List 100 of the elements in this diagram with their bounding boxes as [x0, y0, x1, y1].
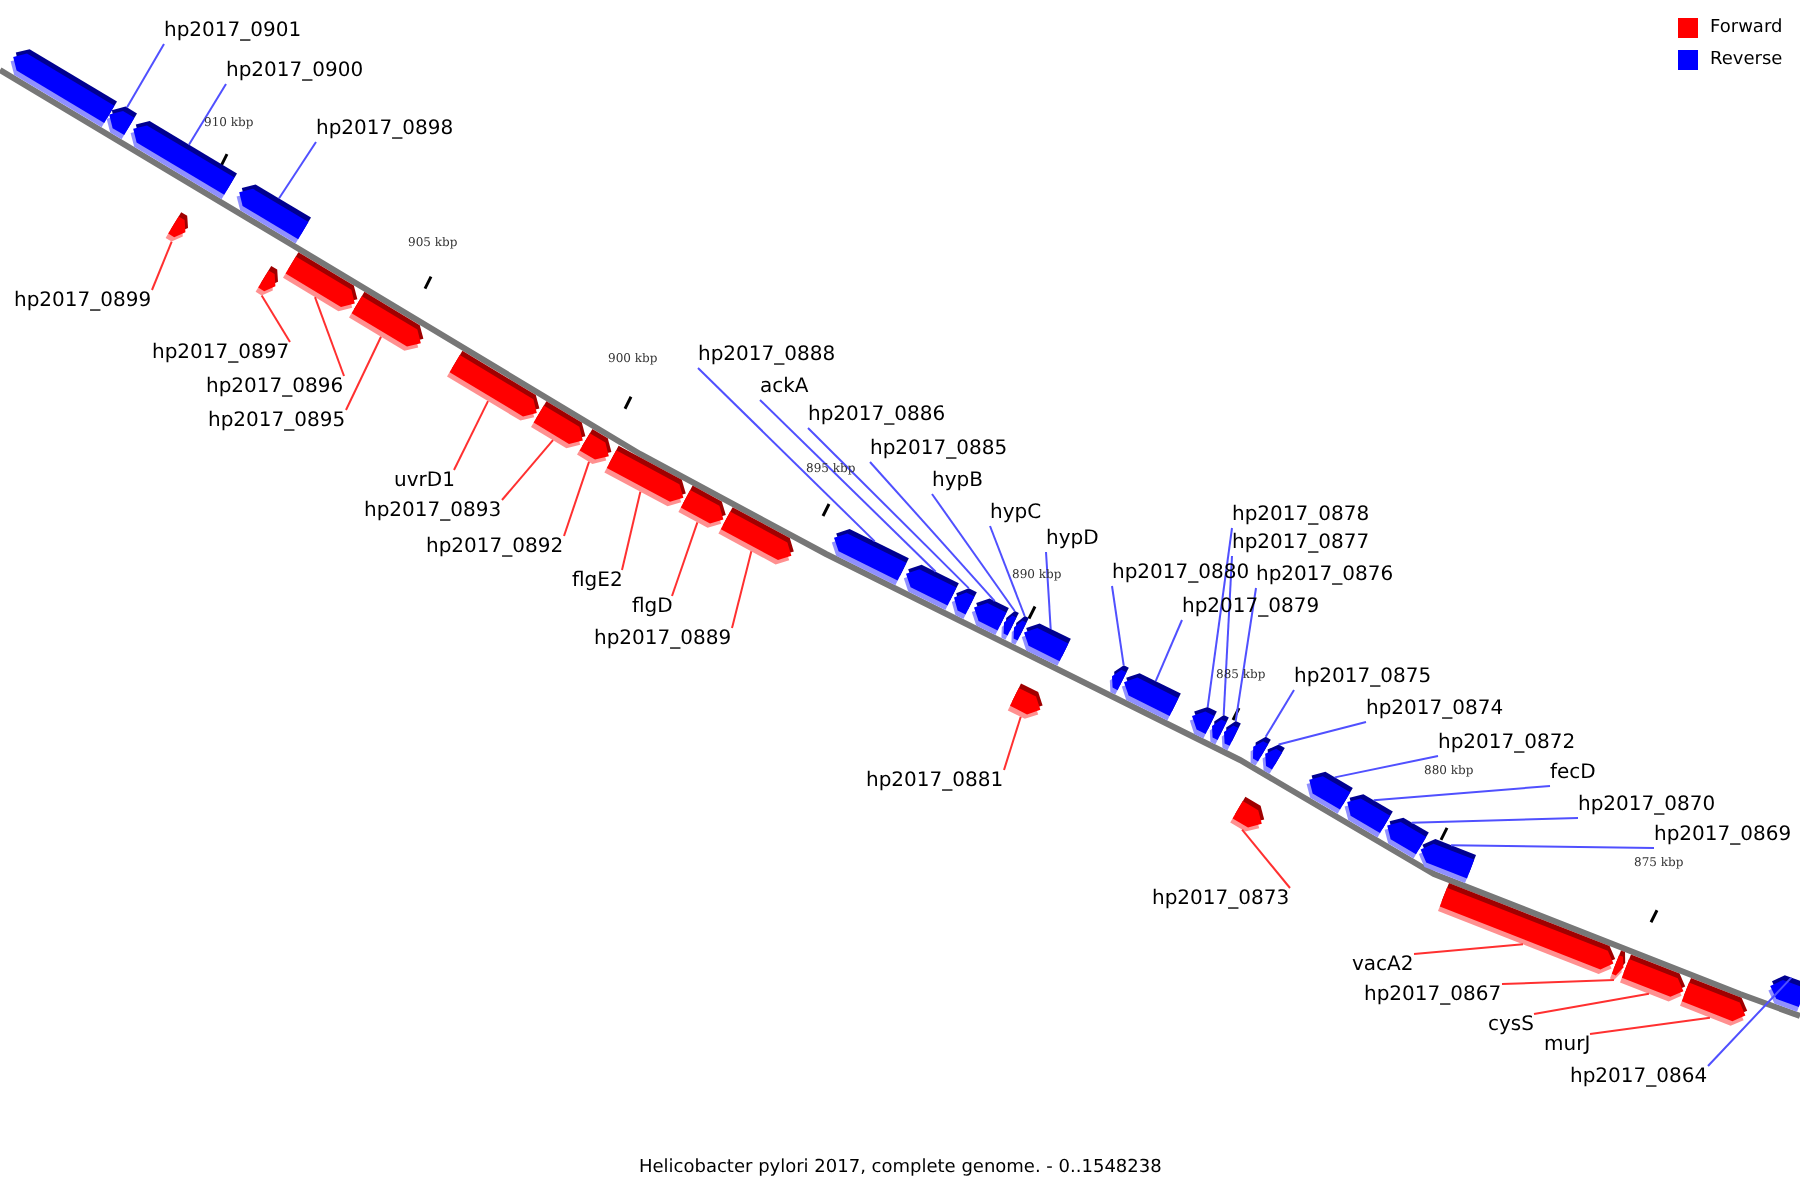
- gene-glyph: [1620, 954, 1686, 1002]
- gene-glyph: [1768, 975, 1800, 1012]
- gene-label: hp2017_0895: [208, 410, 346, 434]
- gene-glyph: [604, 445, 686, 507]
- leader-line: [731, 550, 753, 629]
- leader-line: [1333, 755, 1439, 779]
- leader-line: [501, 439, 554, 501]
- gene-label: hp2017_0878: [1232, 504, 1370, 528]
- gene-label: hp2017_0896: [206, 376, 344, 400]
- leader-line: [1533, 992, 1650, 1015]
- gene-label: ackA: [760, 376, 809, 400]
- gene-label: hp2017_0867: [1364, 984, 1502, 1008]
- gene-glyph: [1306, 771, 1353, 814]
- gene-glyph: [236, 184, 311, 244]
- leader-line: [277, 141, 317, 200]
- gene-glyph: [10, 49, 117, 128]
- gene-glyph: [1007, 683, 1043, 719]
- legend-label: Forward: [1710, 16, 1783, 40]
- gene-label: hp2017_0874: [1366, 698, 1504, 722]
- leader-line: [697, 367, 876, 543]
- leader-line: [621, 490, 642, 571]
- gene-label: hp2017_0870: [1578, 794, 1716, 818]
- gene-label: flgD: [632, 596, 673, 620]
- gene-label: hp2017_0885: [870, 438, 1008, 462]
- gene-label: hp2017_0886: [808, 404, 946, 428]
- gene-glyph: [831, 529, 909, 586]
- gene-label: hp2017_0898: [316, 118, 454, 142]
- gene-glyph: [349, 291, 424, 351]
- gene-label: hp2017_0900: [226, 60, 364, 84]
- leader-line: [1501, 979, 1615, 985]
- gene-label: hp2017_0873: [1152, 888, 1290, 912]
- gene-label: hypD: [1046, 528, 1099, 552]
- gene-glyph: [1121, 673, 1181, 721]
- gene-glyph: [1384, 817, 1429, 859]
- gene-label: hp2017_0881: [866, 770, 1004, 794]
- leader-line: [345, 335, 382, 411]
- leader-line: [125, 43, 165, 109]
- gene-glyph: [1221, 721, 1241, 751]
- leader-line: [1410, 817, 1579, 824]
- leader-line: [869, 461, 996, 603]
- gene-glyph: [718, 507, 794, 565]
- leader-line: [314, 296, 345, 377]
- gene-glyph: [577, 429, 612, 464]
- gene-glyph: [165, 212, 188, 242]
- leader-line: [1372, 785, 1551, 802]
- gene-glyph: [1680, 978, 1748, 1026]
- gene-glyph: [531, 401, 586, 449]
- gene-label: flgE2: [572, 570, 623, 594]
- legend-label: Reverse: [1710, 48, 1783, 72]
- caption: Helicobacter pylori 2017, complete genome. - 0..1548238: [639, 1156, 1162, 1180]
- gene-label: murJ: [1544, 1034, 1591, 1058]
- gene-glyph: [1230, 796, 1265, 832]
- leader-line: [1234, 587, 1257, 722]
- leader-line: [1450, 844, 1655, 849]
- gene-label: hp2017_0897: [152, 342, 290, 366]
- gene-label: hp2017_0893: [364, 500, 502, 524]
- leader-line: [1589, 1016, 1711, 1035]
- gene-label: hp2017_0888: [698, 344, 836, 368]
- leader-line: [1264, 689, 1295, 738]
- gene-label: vacA2: [1352, 954, 1414, 978]
- gene-glyph: [283, 252, 358, 312]
- gene-label: hp2017_0875: [1294, 666, 1432, 690]
- gene-label: cysS: [1488, 1014, 1534, 1038]
- gene-glyph: [1418, 839, 1476, 883]
- gene-label: hp2017_0872: [1438, 732, 1576, 756]
- gene-label: hp2017_0864: [1570, 1066, 1708, 1090]
- gene-glyph: [447, 350, 540, 421]
- leader-line: [1277, 721, 1367, 746]
- leader-line: [1154, 619, 1183, 683]
- gene-label: hypB: [932, 470, 983, 494]
- gene-label: hp2017_0899: [14, 290, 152, 314]
- gene-glyph: [106, 106, 137, 140]
- leader-line: [807, 427, 970, 590]
- gene-label: hp2017_0901: [164, 20, 302, 44]
- gene-glyph: [1438, 883, 1616, 974]
- gene-label: uvrD1: [394, 470, 455, 494]
- gene-glyph: [255, 266, 278, 296]
- gene-label: hp2017_0889: [594, 628, 732, 652]
- gene-label: hypC: [990, 502, 1042, 526]
- gene-label: hp2017_0876: [1256, 564, 1394, 588]
- gene-glyph: [971, 598, 1009, 635]
- gene-glyph: [1344, 794, 1393, 838]
- leader-line: [931, 493, 1016, 613]
- gene-label: hp2017_0869: [1654, 824, 1792, 848]
- leader-line: [1707, 976, 1793, 1067]
- leader-line: [260, 294, 291, 343]
- leader-line: [1241, 828, 1291, 889]
- leader-line: [1413, 943, 1524, 955]
- gene-glyph: [678, 485, 726, 528]
- gene-glyph: [951, 588, 977, 619]
- leader-line: [563, 460, 590, 537]
- leader-line: [151, 240, 173, 291]
- leader-line: [759, 399, 937, 573]
- gene-glyph: [903, 564, 959, 610]
- leader-line: [1111, 585, 1125, 667]
- gene-label: hp2017_0892: [426, 536, 564, 560]
- leader-line: [671, 521, 699, 597]
- leader-line: [453, 400, 489, 471]
- gene-label: fecD: [1550, 762, 1596, 786]
- leader-line: [1045, 551, 1052, 630]
